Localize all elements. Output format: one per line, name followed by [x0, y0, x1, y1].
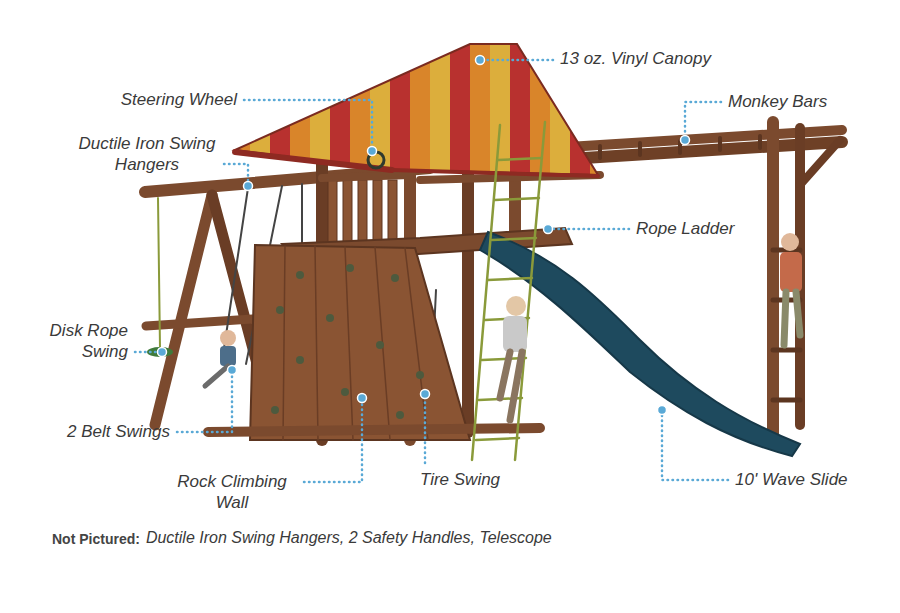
callout-label: Monkey Bars: [728, 91, 827, 112]
note-text: Not Pictured:: [52, 531, 140, 549]
callout-dot: [681, 136, 690, 145]
callout-dot: [476, 56, 485, 65]
callout-dot: [658, 406, 667, 415]
leader-line: [480, 59, 553, 62]
callout-dot: [158, 348, 167, 357]
leader-line: [244, 100, 372, 151]
callout-label: 13 oz. Vinyl Canopy: [560, 48, 711, 69]
leader-line: [685, 102, 721, 140]
note-text: Ductile Iron Swing Hangers, 2 Safety Han…: [146, 528, 552, 548]
leader-line: [662, 410, 728, 480]
callout-dot: [244, 182, 253, 191]
callout-label: Disk Rope Swing: [33, 320, 128, 363]
callout-dot: [358, 394, 367, 403]
leader-line: [304, 398, 362, 482]
callout-label: Rope Ladder: [636, 218, 734, 239]
callout-label: 10' Wave Slide: [735, 469, 848, 490]
callout-dot: [368, 147, 377, 156]
leader-line: [177, 370, 232, 432]
callout-dot: [228, 366, 237, 375]
callout-label: Ductile Iron Swing Hangers: [77, 133, 217, 176]
callout-label: Rock Climbing Wall: [167, 471, 297, 514]
leader-line: [424, 394, 427, 463]
callout-label: Steering Wheel: [121, 89, 237, 110]
callout-dot: [544, 225, 553, 234]
callout-label: 2 Belt Swings: [67, 421, 170, 442]
callout-label: Tire Swing: [420, 469, 500, 490]
leader-line: [548, 228, 629, 231]
callout-dot: [421, 390, 430, 399]
